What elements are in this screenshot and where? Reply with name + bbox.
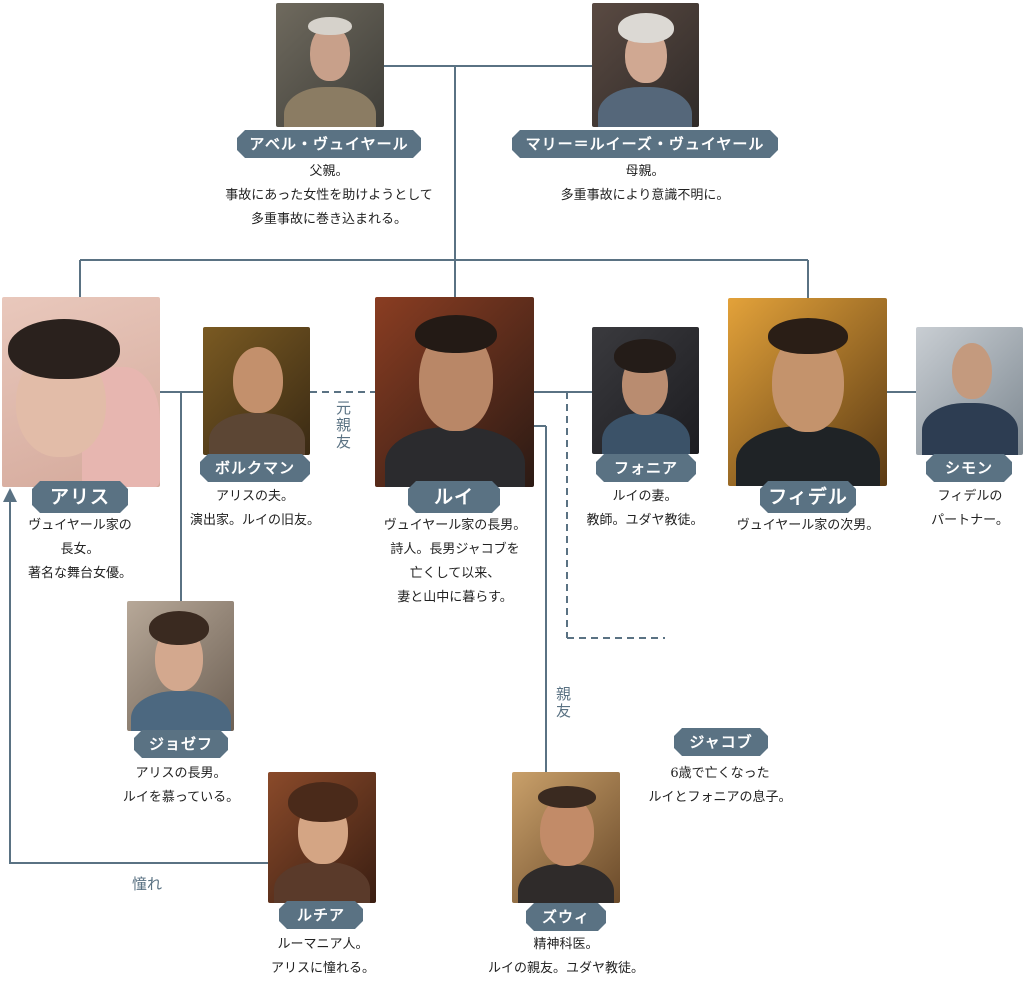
alice-name-plate: アリス (32, 481, 128, 513)
borkman-description: アリスの夫。演出家。ルイの旧友。 (189, 489, 320, 528)
louis-photo (375, 297, 534, 487)
louis-name-plate: ルイ (408, 481, 500, 513)
zwy-photo (512, 772, 620, 903)
friend-label: 親友 (554, 686, 572, 720)
alice-description: ヴュイヤール家の長女。著名な舞台女優。 (27, 518, 132, 581)
joseph-photo (127, 601, 234, 731)
jacob-silhouette (665, 600, 775, 730)
admiration-label: 憧れ (132, 875, 163, 893)
joseph-description: アリスの長男。ルイを慕っている。 (122, 766, 240, 805)
admiration-arrowhead (3, 488, 17, 502)
admiration-arrow-line (9, 500, 268, 864)
marie-photo (592, 3, 699, 127)
faunia-name-plate: フォニア (596, 454, 696, 482)
abel-name-plate: アベル・ヴュイヤール (237, 130, 421, 158)
simon-name-plate: シモン (926, 454, 1012, 482)
marie-description: 母親。多重事故により意識不明に。 (560, 164, 730, 203)
fidel-name-plate: フィデル (760, 481, 856, 513)
zwy-name-plate: ズウィ (526, 903, 606, 931)
borkman-photo (203, 327, 310, 455)
lucia-name-plate: ルチア (279, 901, 363, 929)
zwy-description: 精神科医。ルイの親友。ユダヤ教徒。 (487, 937, 644, 976)
borkman-name-plate: ボルクマン (200, 454, 310, 482)
alice-photo (2, 297, 160, 487)
abel-description: 父親。事故にあった女性を助けようとして多重事故に巻き込まれる。 (225, 164, 433, 227)
fidel-description: ヴュイヤール家の次男。 (736, 518, 880, 533)
abel-photo (276, 3, 384, 127)
simon-photo (916, 327, 1023, 455)
lucia-description: ルーマニア人。アリスに憧れる。 (270, 937, 375, 976)
faunia-description: ルイの妻。教師。ユダヤ教徒。 (586, 489, 704, 528)
lucia-photo (268, 772, 376, 903)
faunia-photo (592, 327, 699, 454)
louis-description: ヴュイヤール家の長男。詩人。長男ジャコブを亡くして以来、妻と山中に暮らす。 (383, 518, 527, 605)
joseph-name-plate: ジョゼフ (134, 730, 228, 758)
marie-name-plate: マリー＝ルイーズ・ヴュイヤール (512, 130, 778, 158)
former-friend-label: 元親友 (334, 400, 352, 451)
jacob-name-plate: ジャコブ (674, 728, 768, 756)
jacob-description: 6歳で亡くなったルイとフォニアの息子。 (648, 766, 792, 805)
fidel-photo (728, 298, 887, 486)
simon-description: フィデルのパートナー。 (931, 489, 1009, 528)
